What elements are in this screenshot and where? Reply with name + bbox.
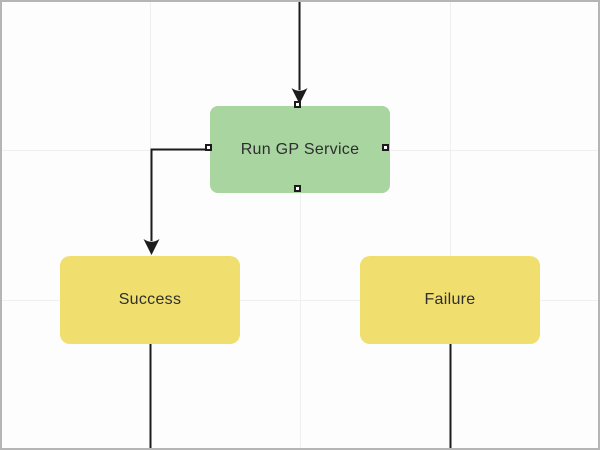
node-label: Failure [424, 291, 476, 308]
gridline-horizontal [0, 300, 600, 301]
node-run-gp-service[interactable]: Run GP Service [210, 106, 390, 193]
gridline-vertical [450, 0, 451, 450]
connector-run-to-success[interactable] [150, 148, 207, 242]
connection-handle-left[interactable] [205, 144, 212, 151]
node-failure[interactable]: Failure [360, 256, 540, 344]
gridline-vertical [300, 0, 301, 450]
connection-handle-bottom[interactable] [294, 185, 301, 192]
arrowhead-run-to-success [143, 239, 160, 255]
connection-handle-top[interactable] [294, 101, 301, 108]
arrowhead-incoming-top [291, 88, 308, 104]
connection-handle-right[interactable] [382, 144, 389, 151]
node-label: Run GP Service [240, 140, 360, 158]
node-label: Success [118, 291, 182, 308]
node-success[interactable]: Success [60, 256, 240, 344]
